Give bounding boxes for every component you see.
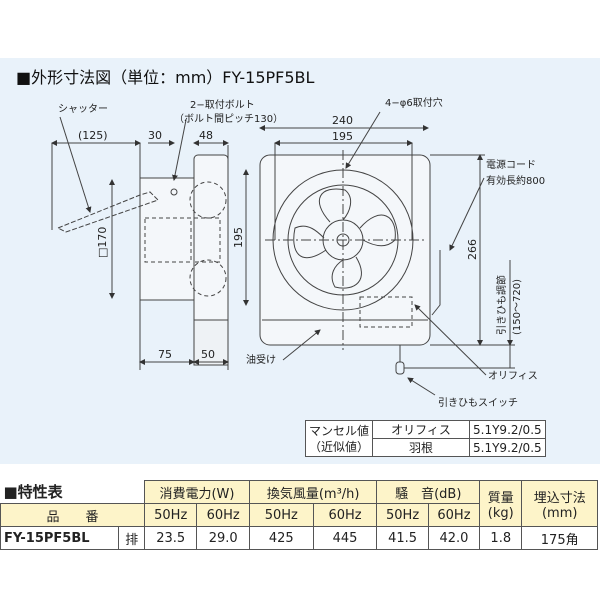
label-pull-switch: 引きひもスイッチ (438, 397, 518, 409)
dim-125: (125) (78, 129, 108, 142)
label-cord-length: 有効長約800 (486, 174, 545, 187)
cell-embed: 175角 (521, 526, 598, 550)
munsell-header: マンセル値 （近似値） (304, 420, 374, 457)
label-pull-range: (150〜720) (512, 279, 523, 335)
label-oil-tray: 油受け (246, 353, 276, 366)
spec-title: ■特性表 (3, 483, 63, 502)
header-hz50: 50Hz (248, 503, 314, 527)
dim-48: 48 (199, 129, 213, 142)
label-shutter: シャッター (58, 103, 108, 115)
cell-air60: 445 (312, 526, 378, 550)
cell-type: 排 (118, 526, 145, 550)
munsell-part: オリフィス (372, 420, 471, 439)
drawing-title: ■外形寸法図（単位：mm）FY-15PF5BL (16, 68, 315, 87)
cell-mass: 1.8 (479, 526, 523, 550)
header-hz60: 60Hz (427, 503, 481, 527)
dim-30: 30 (148, 129, 162, 142)
cell-air50: 425 (248, 526, 314, 550)
munsell-header-line2: （近似値） (309, 439, 370, 454)
dim-266: 266 (466, 239, 479, 260)
label-orifice: オリフィス (488, 370, 538, 382)
cell-model: FY-15PF5BL (0, 526, 120, 550)
front-view (243, 111, 515, 396)
cell-noise50: 41.5 (376, 526, 429, 550)
munsell-value: 5.1Y9.2/0.5 (469, 438, 546, 457)
dim-195-height: 195 (232, 227, 245, 248)
header-airflow: 換気風量(m³/h) (248, 480, 378, 504)
label-pull-adjust: 引きひも調節 (495, 275, 508, 335)
dim-240: 240 (332, 114, 353, 127)
header-hz50: 50Hz (376, 503, 429, 527)
header-model: 品 番 (0, 503, 145, 527)
header-embed-unit: (mm) (541, 505, 578, 521)
dim-195-width: 195 (332, 130, 353, 143)
cell-power50: 23.5 (143, 526, 198, 550)
spec-table: ■特性表 消費電力(W) 換気風量(m³/h) 騒 音(dB) 質量(kg) 埋… (0, 480, 598, 550)
label-bolt: 2−取付ボルト (190, 98, 255, 111)
header-power: 消費電力(W) (144, 480, 250, 504)
munsell-value: 5.1Y9.2/0.5 (469, 420, 546, 439)
munsell-part: 羽根 (372, 438, 471, 457)
header-mass-unit: (kg) (487, 505, 514, 521)
label-cord: 電源コード (486, 158, 536, 171)
cell-noise60: 42.0 (427, 526, 481, 550)
label-bolt-pitch: （ボルト間ピッチ130） (174, 113, 283, 125)
header-mass: 質量(kg) (479, 480, 523, 527)
munsell-table: マンセル値 （近似値） オリフィス 5.1Y9.2/0.5 羽根 5.1Y9.2… (304, 420, 546, 457)
dim-50: 50 (201, 348, 215, 361)
header-hz60: 60Hz (196, 503, 250, 527)
header-hz60: 60Hz (312, 503, 378, 527)
header-embed-label: 埋込寸法 (533, 490, 586, 506)
dim-75: 75 (158, 348, 172, 361)
dimension-drawing: シャッター 2−取付ボルト （ボルト間ピッチ130） 4−φ6取付穴 電源コード… (51, 96, 545, 409)
header-embed: 埋込寸法(mm) (521, 480, 598, 527)
cell-power60: 29.0 (196, 526, 250, 550)
dim-170: □170 (96, 227, 109, 258)
header-noise: 騒 音(dB) (376, 480, 481, 504)
header-mass-label: 質量 (487, 490, 514, 506)
munsell-header-line1: マンセル値 (309, 423, 370, 438)
table-row: FY-15PF5BL 排 23.5 29.0 425 445 41.5 42.0… (0, 526, 598, 550)
label-holes: 4−φ6取付穴 (385, 96, 443, 109)
header-hz50: 50Hz (143, 503, 198, 527)
side-view (51, 116, 229, 370)
